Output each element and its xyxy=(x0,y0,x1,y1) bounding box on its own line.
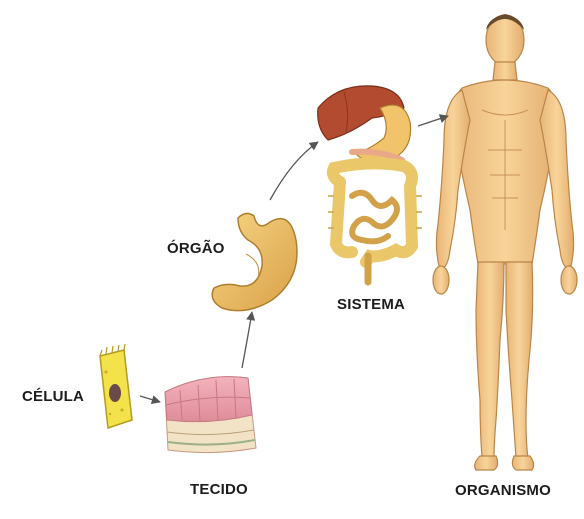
arrow-system-to-organism xyxy=(418,116,448,126)
arrow-organ-to-system xyxy=(270,142,318,200)
label-organ: ÓRGÃO xyxy=(167,240,225,257)
human-body-illustration xyxy=(433,14,577,470)
label-cell: CÉLULA xyxy=(22,388,84,405)
label-organism: ORGANISMO xyxy=(455,482,551,499)
tissue-illustration xyxy=(165,377,256,453)
digestive-system-illustration xyxy=(318,86,422,282)
cell-illustration xyxy=(100,344,132,428)
label-system: SISTEMA xyxy=(337,296,405,313)
arrow-tissue-to-organ xyxy=(242,312,252,368)
stomach-illustration xyxy=(212,213,297,310)
label-tissue: TECIDO xyxy=(190,481,248,498)
arrow-cell-to-tissue xyxy=(140,396,160,402)
